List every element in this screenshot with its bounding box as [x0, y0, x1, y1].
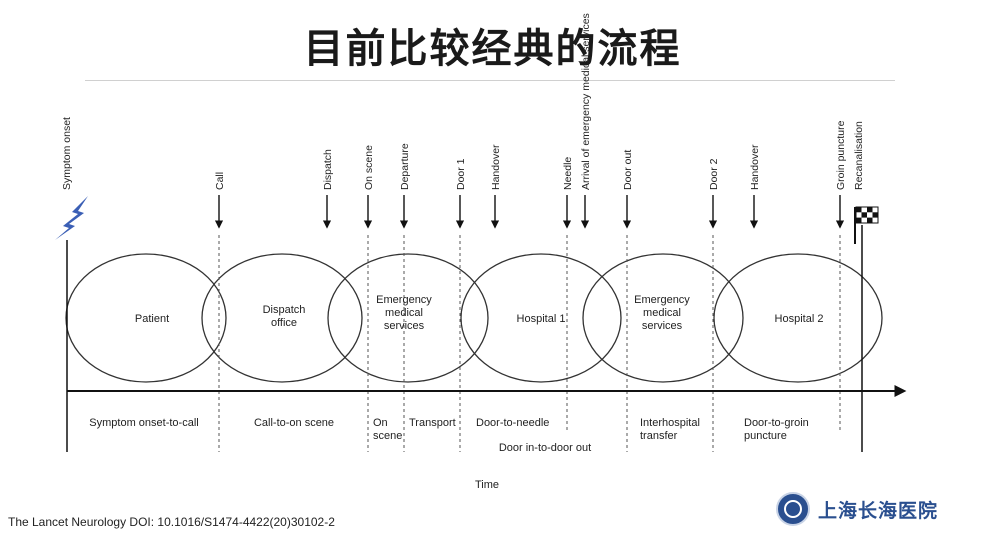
event-label-ems-arrival-text: Arrival of emergency medical services	[580, 13, 592, 190]
checkered-flag-icon	[854, 206, 879, 244]
event-label-door-2: Door 2	[708, 158, 720, 190]
hospital-logo: 上海长海医院	[776, 491, 938, 527]
event-label-on-scene: On scene	[363, 145, 375, 190]
event-label-groin-puncture: Groin puncture	[835, 120, 847, 190]
ellipse-hospital-2	[713, 253, 883, 383]
interval-label-door-to-needle: Door-to-needle	[476, 417, 549, 429]
phase-ellipses	[65, 253, 883, 383]
event-arrows	[214, 195, 845, 229]
interval-label-transport: Transport	[409, 417, 456, 429]
phase-label-hospital-2: Hospital 2	[775, 313, 824, 325]
event-labels: Symptom onset Call Dispatch On scene Dep…	[61, 13, 865, 190]
phase-label-hospital-1: Hospital 1	[517, 313, 566, 325]
hospital-name: 上海长海医院	[818, 499, 939, 522]
event-label-departure: Departure	[399, 143, 411, 190]
event-label-door-out: Door out	[622, 150, 634, 190]
event-label-recanalisation: Recanalisation	[853, 121, 865, 190]
title-divider	[85, 80, 895, 81]
ellipse-ems-2	[582, 253, 744, 383]
interval-label-onset-to-call: Symptom onset-to-call	[89, 417, 198, 429]
ellipse-patient	[65, 253, 227, 383]
ellipse-hospital-1	[460, 253, 622, 383]
event-label-door-1: Door 1	[455, 158, 467, 190]
event-label-symptom-onset: Symptom onset	[61, 117, 73, 190]
axis-label-time: Time	[475, 479, 499, 491]
lightning-bolt-icon	[55, 196, 88, 240]
phase-label-patient: Patient	[135, 313, 169, 325]
hospital-seal-icon	[776, 492, 810, 526]
ellipse-ems-1	[327, 253, 489, 383]
event-label-ems-arrival: Arrival of emergency medical services	[580, 13, 592, 190]
citation: The Lancet Neurology DOI: 10.1016/S1474-…	[8, 515, 335, 529]
event-label-needle: Needle	[562, 157, 574, 190]
interval-label-call-to-on-scene: Call-to-on scene	[254, 417, 334, 429]
interval-label-door-in-to-door-out: Door in-to-door out	[499, 442, 591, 454]
event-label-dispatch: Dispatch	[322, 149, 334, 190]
event-label-handover-1: Handover	[490, 144, 502, 190]
event-label-call: Call	[214, 172, 226, 190]
event-guides	[218, 235, 841, 452]
ellipse-dispatch-office	[201, 253, 363, 383]
event-label-handover-2: Handover	[749, 144, 761, 190]
slide-title: 目前比较经典的流程	[303, 26, 682, 72]
